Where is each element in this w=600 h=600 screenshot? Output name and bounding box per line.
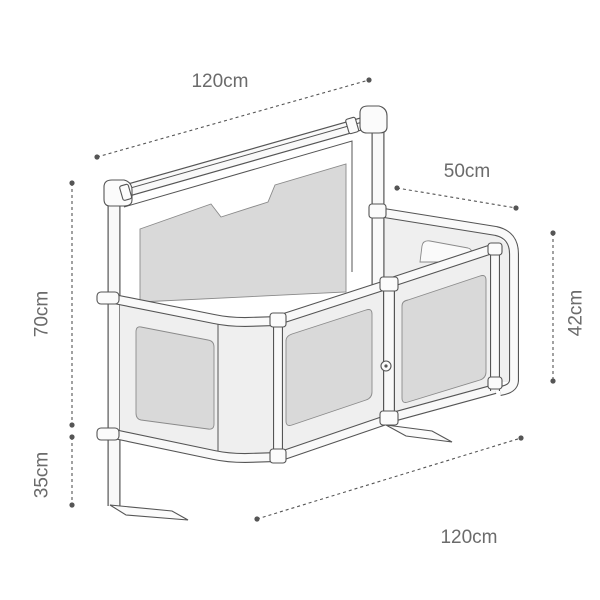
bed-rail-illustration <box>96 105 519 521</box>
tube-body <box>387 385 497 422</box>
connector-corner-top <box>269 312 287 328</box>
dimension-endpoint <box>550 230 556 236</box>
dimension-label-leg-height: 35cm <box>32 452 53 498</box>
front-bottom-rail-a <box>276 414 391 462</box>
front-panel-b-mesh-window <box>401 275 487 403</box>
tube-body <box>387 244 497 287</box>
tube-body <box>276 280 391 324</box>
dimension-total-height: 70cm <box>32 180 75 428</box>
tube-body <box>383 209 518 395</box>
right-foot-plate <box>385 424 453 443</box>
dimension-leg-height: 35cm <box>32 434 75 508</box>
connector-left-top <box>96 291 120 305</box>
dimension-panel-height: 42cm <box>550 230 587 384</box>
tube-body <box>113 430 279 462</box>
dimension-endpoint <box>513 205 519 211</box>
connector-corner-bottom <box>269 448 287 464</box>
front-bottom-rail-b <box>387 384 497 423</box>
dimension-endpoint <box>69 422 75 428</box>
tube-body <box>113 295 279 326</box>
dimension-endpoint <box>254 516 260 522</box>
dimension-endpoint <box>94 154 100 160</box>
dimension-label-top-width: 120cm <box>191 71 248 92</box>
dimension-endpoint <box>550 378 556 384</box>
right-top-cap <box>359 105 388 134</box>
dimension-label-panel-height: 42cm <box>566 290 587 336</box>
connector-right-top <box>487 242 503 256</box>
dimension-endpoint <box>394 185 400 191</box>
dimension-endpoint <box>69 180 75 186</box>
dimension-endpoint <box>518 435 524 441</box>
dimension-label-total-height: 70cm <box>32 291 53 337</box>
dimension-label-depth: 50cm <box>444 161 490 182</box>
left-end-mesh-window <box>135 326 215 430</box>
connector-hinge-top <box>379 276 399 292</box>
front-top-rail-b <box>387 243 497 288</box>
dimension-line <box>256 437 522 520</box>
back-top-rail <box>116 115 370 200</box>
dimension-endpoint <box>366 77 372 83</box>
tube-highlight-line <box>119 120 367 192</box>
back-panel-inner-frame <box>123 140 353 272</box>
connector-right-bottom <box>487 376 503 390</box>
back-post-bracket <box>368 203 387 219</box>
connector-hinge-bottom <box>379 410 399 426</box>
front-top-rail-a <box>276 279 391 325</box>
tube-body <box>276 415 391 461</box>
left-end-bottom-rail <box>112 429 279 463</box>
dimension-bottom-width: 120cm <box>254 435 524 548</box>
dimension-label-bottom-width: 120cm <box>440 527 497 548</box>
rail-clip-left <box>119 183 133 201</box>
front-panel-a-mesh-window <box>285 309 373 426</box>
hinge-knob-center <box>384 364 388 368</box>
right-end-rail <box>383 208 519 396</box>
left-foot-plate <box>109 504 189 521</box>
dimension-line <box>96 79 370 158</box>
dimension-top-width: 120cm <box>94 71 372 160</box>
rail-clip-right <box>345 116 360 135</box>
tube-body <box>116 116 370 199</box>
connector-left-bottom <box>96 427 120 441</box>
dimension-endpoint <box>69 502 75 508</box>
dimension-endpoint <box>69 434 75 440</box>
dimension-line <box>396 187 517 209</box>
left-end-top-rail <box>113 294 279 327</box>
back-panel-mesh <box>139 163 347 303</box>
dimension-depth: 50cm <box>394 161 519 211</box>
